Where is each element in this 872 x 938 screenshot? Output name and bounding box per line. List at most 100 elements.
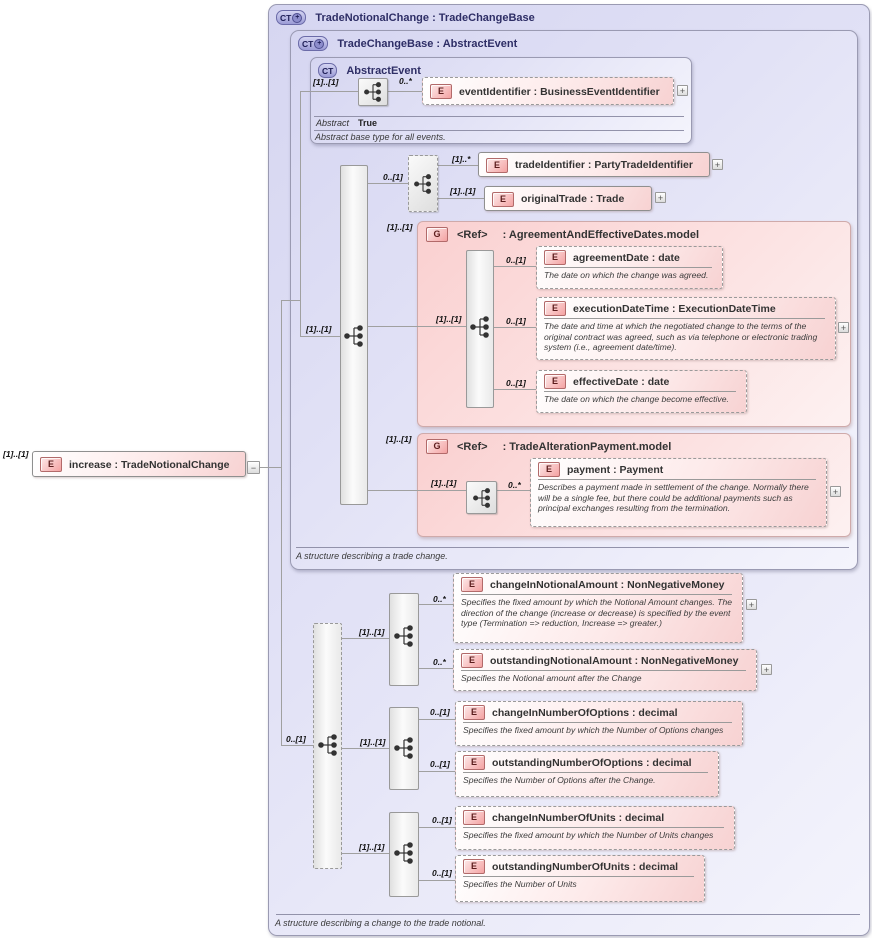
sequence-icon[interactable] xyxy=(393,623,415,649)
element-outstanding-notional-amount[interactable]: E outstandingNotionalAmount : NonNegativ… xyxy=(453,649,757,691)
cardinality-label: [1]..* xyxy=(452,154,471,164)
element-icon: E xyxy=(463,859,485,874)
element-execution-date-time[interactable]: E executionDateTime : ExecutionDateTime … xyxy=(536,297,836,360)
cardinality-label: 0..[1] xyxy=(432,868,452,878)
cardinality-label: 0..* xyxy=(433,594,446,604)
divider xyxy=(314,116,684,117)
element-outstanding-number-of-units[interactable]: E outstandingNumberOfUnits : decimal Spe… xyxy=(455,855,705,902)
connector-line xyxy=(368,183,408,184)
connector-line xyxy=(342,638,389,639)
element-outstanding-number-of-options[interactable]: E outstandingNumberOfOptions : decimal S… xyxy=(455,751,719,797)
divider xyxy=(463,772,708,773)
cardinality-label: 0..[1] xyxy=(286,734,306,744)
divider xyxy=(276,914,860,915)
payment-group-header: G <Ref> : TradeAlterationPayment.model xyxy=(418,434,850,454)
element-change-in-number-of-units[interactable]: E changeInNumberOfUnits : decimal Specif… xyxy=(455,806,735,850)
element-annotation: Specifies the Notional amount after the … xyxy=(461,673,642,683)
element-change-in-number-of-options[interactable]: E changeInNumberOfOptions : decimal Spec… xyxy=(455,701,743,746)
sequence-icon-abstract-event[interactable] xyxy=(358,78,388,106)
element-trade-identifier[interactable]: E tradeIdentifier : PartyTradeIdentifier xyxy=(478,152,710,177)
sequence-icon[interactable] xyxy=(393,735,415,761)
cardinality-label: [1]..[1] xyxy=(387,222,413,232)
connector-line xyxy=(300,336,340,337)
plus-circle-icon: + xyxy=(314,38,325,49)
connector-line xyxy=(419,719,455,720)
element-icon: E xyxy=(544,250,566,265)
element-change-in-notional-amount[interactable]: E changeInNotionalAmount : NonNegativeMo… xyxy=(453,573,743,643)
connector-line xyxy=(342,853,389,854)
expand-button-trade-identifier[interactable]: + xyxy=(712,159,723,170)
abstract-facet-value: True xyxy=(358,118,378,128)
element-annotation: The date on which the change was agreed. xyxy=(544,270,709,280)
element-payment[interactable]: E payment : Payment Describes a payment … xyxy=(530,458,827,527)
element-event-identifier[interactable]: E eventIdentifier : BusinessEventIdentif… xyxy=(422,77,674,105)
cardinality-label: 0..[1] xyxy=(506,255,526,265)
collapse-button-increase[interactable]: − xyxy=(247,461,260,474)
outer-box-header: CT+ TradeNotionalChange : TradeChangeBas… xyxy=(269,5,869,25)
sequence-icon[interactable] xyxy=(317,732,339,758)
sequence-icon xyxy=(472,486,492,510)
expand-button-payment[interactable]: + xyxy=(830,486,841,497)
element-icon: E xyxy=(544,301,566,316)
divider xyxy=(538,479,816,480)
group-type-label: : TradeAlterationPayment.model xyxy=(502,440,672,453)
connector-line xyxy=(494,389,536,390)
element-agreement-date[interactable]: E agreementDate : date The date on which… xyxy=(536,246,723,289)
expand-button-event-identifier[interactable]: + xyxy=(677,85,688,96)
element-effective-date[interactable]: E effectiveDate : date The date on which… xyxy=(536,370,747,413)
element-icon: E xyxy=(461,653,483,668)
cardinality-label: 0..[1] xyxy=(506,316,526,326)
connector-line xyxy=(281,300,300,301)
divider xyxy=(461,670,746,671)
group-icon: G xyxy=(426,227,448,242)
element-original-trade[interactable]: E originalTrade : Trade xyxy=(484,186,652,211)
expand-button-change-in-notional-amount[interactable]: + xyxy=(746,599,757,610)
element-label: changeInNumberOfOptions : decimal xyxy=(492,706,678,719)
divider xyxy=(544,318,825,319)
sequence-icon-optional-trade[interactable] xyxy=(408,155,438,212)
cardinality-label: [1]..[1] xyxy=(359,842,385,852)
complextype-icon: CT xyxy=(318,63,338,78)
element-label: changeInNotionalAmount : NonNegativeMone… xyxy=(490,578,725,591)
base-box-annotation: A structure describing a trade change. xyxy=(296,551,448,561)
element-annotation: Specifies the Number of Options after th… xyxy=(463,775,656,785)
element-label: payment : Payment xyxy=(567,463,664,476)
element-icon: E xyxy=(463,810,485,825)
cardinality-label: [1]..[1] xyxy=(386,434,412,444)
element-label: changeInNumberOfUnits : decimal xyxy=(492,811,665,824)
sequence-icon xyxy=(413,172,433,196)
cardinality-label: 0..[1] xyxy=(383,172,403,182)
abstract-box-title: AbstractEvent xyxy=(346,64,421,77)
element-label: eventIdentifier : BusinessEventIdentifie… xyxy=(459,85,660,98)
cardinality-label: 0..[1] xyxy=(430,707,450,717)
connector-line xyxy=(260,467,281,468)
element-label: tradeIdentifier : PartyTradeIdentifier xyxy=(515,159,693,171)
divider xyxy=(544,267,712,268)
cardinality-label: 0..* xyxy=(433,657,446,667)
expand-button-outstanding-notional-amount[interactable]: + xyxy=(761,664,772,675)
complextype-plus-icon: CT+ xyxy=(298,36,329,51)
element-icon: E xyxy=(486,157,508,173)
group-ref-label: <Ref> xyxy=(457,440,488,453)
element-annotation: Specifies the fixed amount by which the … xyxy=(463,725,724,735)
connector-line xyxy=(419,604,453,605)
cardinality-label: 0..[1] xyxy=(430,759,450,769)
divider xyxy=(296,547,849,548)
sequence-icon[interactable] xyxy=(469,314,491,340)
connector-line xyxy=(342,748,389,749)
cardinality-label: [1]..[1] xyxy=(313,77,339,87)
sequence-icon[interactable] xyxy=(393,840,415,866)
expand-button-execution-date-time[interactable]: + xyxy=(838,322,849,333)
element-annotation: The date on which the change become effe… xyxy=(544,394,729,404)
connector-line xyxy=(419,668,453,669)
group-type-label: : AgreementAndEffectiveDates.model xyxy=(502,228,699,241)
sequence-icon xyxy=(363,80,383,104)
sequence-icon[interactable] xyxy=(343,323,365,349)
element-icon: E xyxy=(463,755,485,770)
expand-button-original-trade[interactable]: + xyxy=(655,192,666,203)
element-increase[interactable]: E increase : TradeNotionalChange xyxy=(32,451,246,477)
divider xyxy=(463,722,732,723)
element-annotation: The date and time at which the negotiate… xyxy=(544,321,818,353)
sequence-icon-payment[interactable] xyxy=(466,481,497,514)
element-icon: E xyxy=(430,84,452,99)
